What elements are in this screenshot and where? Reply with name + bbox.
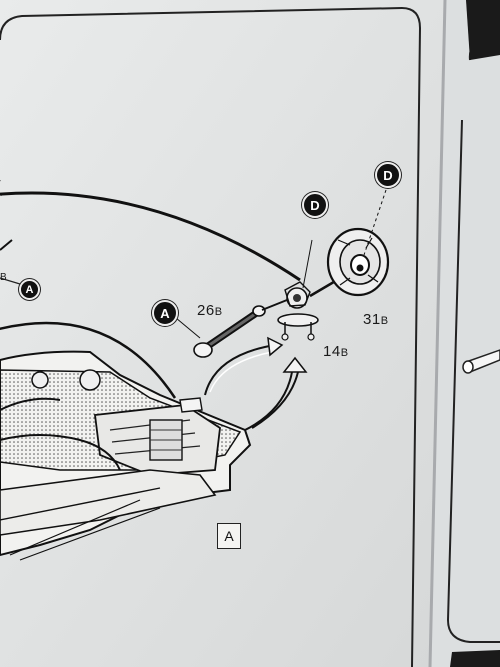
- callout-d-mid: D: [302, 192, 328, 218]
- part-number-31: 31: [363, 311, 381, 328]
- paper-sheet-right: [428, 0, 500, 667]
- rod-part: [462, 349, 500, 374]
- axle-shaft-26b: [169, 305, 266, 358]
- step-box-a: A: [217, 523, 241, 549]
- left-fragment-line: [0, 277, 21, 285]
- part-number-26: 26: [197, 302, 215, 319]
- right-panel-header: [466, 0, 500, 60]
- part-label-26b: 26B: [197, 302, 223, 319]
- assembly-arrow-left: [204, 336, 284, 396]
- car-chassis: [0, 350, 252, 561]
- callout-a-part: A: [152, 300, 178, 326]
- hub-assembly-14b: [261, 239, 345, 341]
- part-suffix-26: B: [214, 306, 223, 318]
- callout-d-top: D: [375, 162, 401, 188]
- fender-arc: [0, 191, 301, 282]
- part-suffix-14: B: [340, 347, 349, 359]
- inner-arc: [0, 321, 177, 399]
- part-number-14: 14: [323, 343, 341, 360]
- small-arc: [0, 239, 13, 251]
- part-label-14b: 14B: [323, 343, 349, 360]
- wheel-31b: [326, 189, 390, 297]
- right-panel-footer: [450, 650, 500, 667]
- left-fragment-label: B: [0, 272, 8, 283]
- part-suffix-31: B: [380, 315, 389, 327]
- callout-a-left: A: [19, 279, 40, 300]
- assembly-arrow-right: [244, 356, 308, 431]
- part-label-31b: 31B: [363, 311, 389, 328]
- panel-border: [0, 6, 422, 667]
